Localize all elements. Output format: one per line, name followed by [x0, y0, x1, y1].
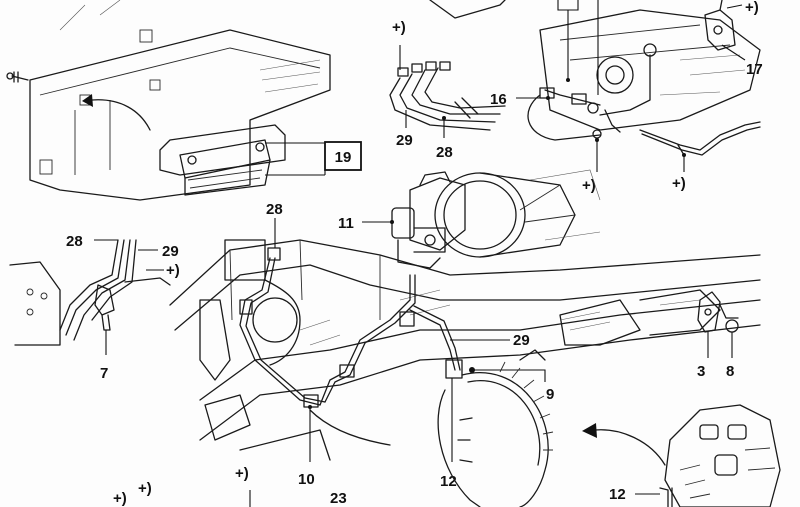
callout-29-left: 29 [162, 243, 179, 260]
callout-19: 19 [335, 149, 352, 166]
pipe-clip-detail-left [9, 239, 171, 355]
bracket-right [697, 291, 739, 358]
callout-12-center: 12 [440, 473, 457, 490]
brake-caliper [635, 404, 781, 507]
bolt-top-left [6, 71, 29, 83]
marker-plus-valve-right: +) [672, 175, 686, 192]
body-panel-illustration [29, 0, 331, 201]
master-cylinder-booster [362, 169, 601, 269]
callout-7: 7 [100, 365, 108, 382]
pipe-bundle-top [389, 45, 506, 138]
marker-plus-bottom-3: +) [235, 465, 249, 482]
leader-lines-top-right [516, 0, 746, 172]
install-arrow-top [82, 94, 151, 131]
callout-17: 17 [746, 61, 763, 78]
marker-plus-bottom-1: +) [113, 490, 127, 507]
partial-box-top [429, 0, 506, 19]
brake-disc [437, 361, 554, 507]
abs-control-module [159, 124, 326, 196]
callout-23: 23 [330, 490, 347, 507]
callout-10: 10 [298, 471, 315, 488]
callout-28-left: 28 [66, 233, 83, 250]
marker-plus-valve-left: +) [582, 177, 596, 194]
chassis-frame [169, 239, 761, 461]
callout-11: 11 [338, 215, 354, 232]
brake-pipe-run [239, 218, 546, 462]
callout-19-box: 19 [324, 141, 362, 171]
callout-28-center: 28 [266, 201, 283, 218]
callout-29-top: 29 [396, 132, 413, 149]
callout-29-center: 29 [513, 332, 530, 349]
callout-16: 16 [490, 91, 507, 108]
marker-plus-left: +) [166, 262, 180, 279]
marker-plus-top-right: +) [745, 0, 759, 16]
marker-plus-bottom-2: +) [138, 480, 152, 497]
callout-8: 8 [726, 363, 734, 380]
callout-28-top: 28 [436, 144, 453, 161]
marker-plus-top-mid: +) [392, 19, 406, 36]
callout-3: 3 [697, 363, 705, 380]
callout-9: 9 [546, 386, 554, 403]
callout-12-right: 12 [609, 486, 626, 503]
valve-bracket-top-right [527, 0, 761, 156]
install-arrow-bottom [582, 423, 666, 466]
